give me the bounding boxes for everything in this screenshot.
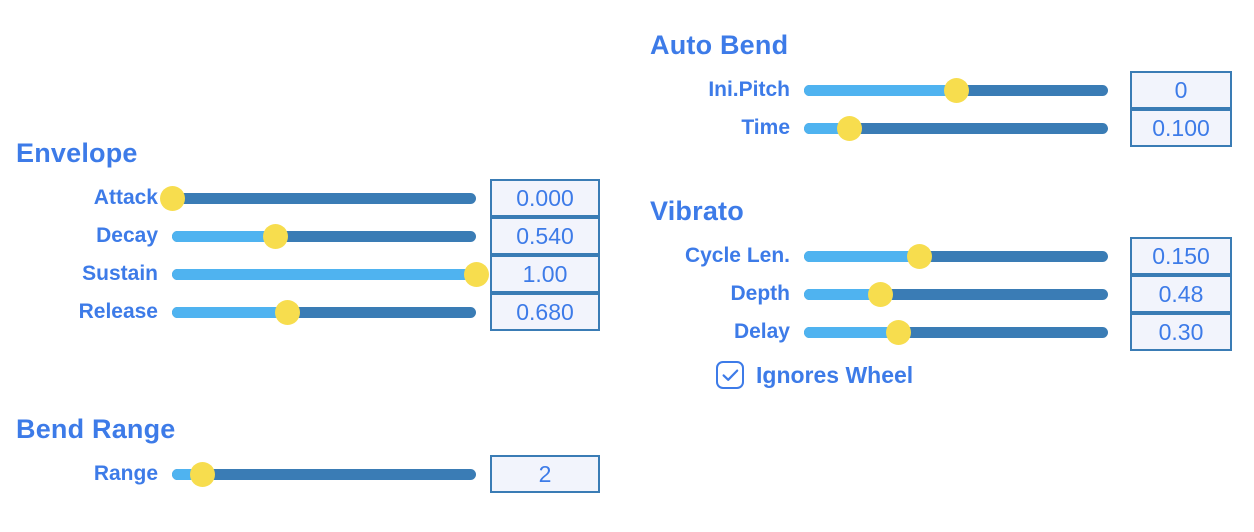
parameter-row-delay: Delay 0.30 bbox=[640, 313, 1232, 351]
auto-bend-section-title: Auto Bend bbox=[650, 30, 789, 60]
parameter-row-depth: Depth 0.48 bbox=[640, 275, 1232, 313]
parameter-row-decay: Decay 0.540 bbox=[0, 217, 600, 255]
bend-range-section-title: Bend Range bbox=[16, 414, 176, 444]
parameter-label-sustain: Sustain bbox=[82, 262, 158, 285]
slider-thumb-decay[interactable] bbox=[262, 223, 288, 249]
slider-fill-time bbox=[804, 122, 850, 134]
slider-ini-pitch[interactable] bbox=[804, 71, 1108, 109]
parameter-row-ini-pitch: Ini.Pitch 0 bbox=[640, 71, 1232, 109]
ignores-wheel-checkbox-row[interactable]: Ignores Wheel bbox=[716, 361, 1232, 389]
slider-thumb-release[interactable] bbox=[275, 299, 301, 325]
value-box-attack[interactable]: 0.000 bbox=[490, 179, 600, 217]
slider-fill-release bbox=[172, 306, 288, 318]
slider-thumb-delay[interactable] bbox=[885, 319, 911, 345]
slider-track-sustain[interactable] bbox=[172, 268, 476, 280]
slider-track-attack[interactable] bbox=[172, 192, 476, 204]
check-icon bbox=[722, 369, 738, 381]
parameter-label-depth: Depth bbox=[730, 282, 791, 305]
value-box-cycle-len[interactable]: 0.150 bbox=[1130, 237, 1232, 275]
slider-sustain[interactable] bbox=[172, 255, 489, 293]
parameter-label-decay: Decay bbox=[96, 224, 158, 247]
slider-thumb-attack[interactable] bbox=[159, 185, 185, 211]
slider-decay[interactable] bbox=[172, 217, 476, 255]
slider-thumb-ini-pitch[interactable] bbox=[943, 77, 969, 103]
slider-fill-depth bbox=[804, 288, 880, 300]
slider-fill-range bbox=[172, 468, 203, 480]
value-box-time[interactable]: 0.100 bbox=[1130, 109, 1232, 147]
ignores-wheel-label: Ignores Wheel bbox=[756, 361, 914, 388]
value-box-delay[interactable]: 0.30 bbox=[1130, 313, 1232, 351]
envelope-panel: Envelope Attack 0.000 Decay 0.540 Sustai… bbox=[0, 138, 600, 331]
value-box-depth[interactable]: 0.48 bbox=[1130, 275, 1232, 313]
slider-track-range[interactable] bbox=[172, 468, 476, 480]
slider-release[interactable] bbox=[172, 293, 476, 331]
slider-attack[interactable] bbox=[159, 179, 476, 217]
parameter-row-attack: Attack 0.000 bbox=[0, 179, 600, 217]
slider-fill-delay bbox=[804, 326, 899, 338]
slider-range[interactable] bbox=[172, 455, 476, 493]
slider-track-depth[interactable] bbox=[804, 288, 1108, 300]
value-box-sustain[interactable]: 1.00 bbox=[490, 255, 600, 293]
value-box-ini-pitch[interactable]: 0 bbox=[1130, 71, 1232, 109]
slider-track-delay[interactable] bbox=[804, 326, 1108, 338]
vibrato-panel: Vibrato Cycle Len. 0.150 Depth 0.48 Dela… bbox=[640, 196, 1232, 389]
envelope-section-title: Envelope bbox=[16, 138, 138, 168]
slider-depth[interactable] bbox=[804, 275, 1108, 313]
slider-thumb-cycle-len[interactable] bbox=[907, 243, 933, 269]
value-box-range[interactable]: 2 bbox=[490, 455, 600, 493]
slider-time[interactable] bbox=[804, 109, 1108, 147]
slider-track-time[interactable] bbox=[804, 122, 1108, 134]
slider-cycle-len[interactable] bbox=[804, 237, 1108, 275]
auto-bend-panel: Auto Bend Ini.Pitch 0 Time 0.100 bbox=[640, 30, 1232, 147]
slider-thumb-range[interactable] bbox=[189, 461, 215, 487]
slider-fill-decay bbox=[172, 230, 276, 242]
parameter-label-delay: Delay bbox=[733, 320, 790, 343]
parameter-label-time: Time bbox=[741, 116, 790, 139]
parameter-row-range: Range 2 bbox=[0, 455, 600, 493]
slider-thumb-sustain[interactable] bbox=[463, 261, 489, 287]
parameter-label-attack: Attack bbox=[93, 186, 158, 209]
parameter-row-release: Release 0.680 bbox=[0, 293, 600, 331]
slider-thumb-depth[interactable] bbox=[867, 281, 893, 307]
slider-track-release[interactable] bbox=[172, 306, 476, 318]
slider-track-cycle-len[interactable] bbox=[804, 250, 1108, 262]
parameter-row-cycle-len: Cycle Len. 0.150 bbox=[640, 237, 1232, 275]
vibrato-section-title: Vibrato bbox=[650, 196, 744, 226]
parameter-label-range: Range bbox=[93, 462, 158, 485]
slider-thumb-time[interactable] bbox=[837, 115, 863, 141]
ignores-wheel-checkbox[interactable] bbox=[716, 361, 744, 389]
slider-track-decay[interactable] bbox=[172, 230, 476, 242]
value-box-release[interactable]: 0.680 bbox=[490, 293, 600, 331]
parameter-row-time: Time 0.100 bbox=[640, 109, 1232, 147]
parameter-label-ini-pitch: Ini.Pitch bbox=[708, 78, 790, 101]
parameter-row-sustain: Sustain 1.00 bbox=[0, 255, 600, 293]
value-box-decay[interactable]: 0.540 bbox=[490, 217, 600, 255]
parameter-label-cycle-len: Cycle Len. bbox=[684, 244, 790, 267]
parameter-label-release: Release bbox=[78, 300, 158, 323]
slider-fill-ini-pitch bbox=[804, 84, 956, 96]
slider-delay[interactable] bbox=[804, 313, 1108, 351]
bend-range-panel: Bend Range Range 2 bbox=[0, 414, 600, 493]
slider-fill-sustain bbox=[172, 268, 476, 280]
slider-fill-cycle-len bbox=[804, 250, 920, 262]
